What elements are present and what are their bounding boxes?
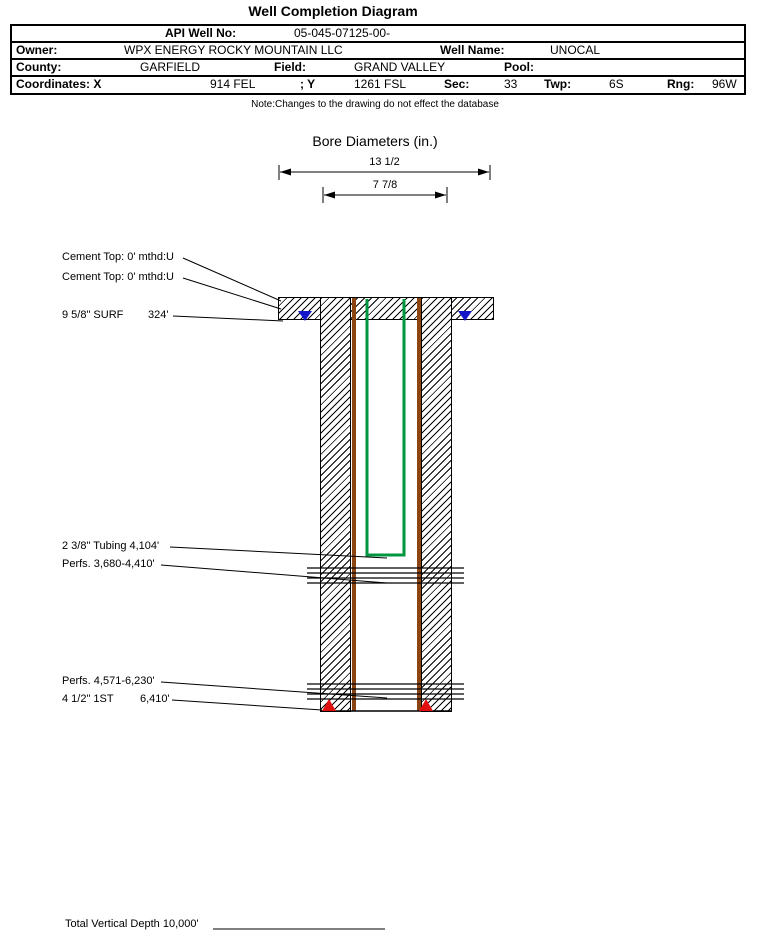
well-name-value: UNOCAL [550, 43, 601, 57]
well-name-label: Well Name: [440, 43, 505, 57]
table-row-api: API Well No: 05-045-07125-00- [12, 26, 744, 43]
twp-value: 6S [609, 77, 624, 91]
owner-label: Owner: [16, 43, 58, 57]
leader-surface-casing [172, 315, 284, 322]
owner-value: WPX ENERGY ROCKY MOUNTAIN LLC [124, 43, 343, 57]
twp-label: Twp: [544, 77, 572, 91]
api-well-no-value: 05-045-07125-00- [294, 26, 391, 40]
sec-label: Sec: [444, 77, 470, 91]
wellbore-wall-left [320, 297, 351, 712]
outer-bore-diameter-label: 13 1/2 [369, 156, 400, 168]
perfs-lower-annotation: Perfs. 4,571-6,230' [62, 675, 155, 687]
leader-perfs-upper [160, 564, 388, 584]
pool-label: Pool: [504, 60, 534, 74]
tubing-line [365, 299, 406, 557]
table-row-county: County: GARFIELD Field: GRAND VALLEY Poo… [12, 60, 744, 77]
tubing-annotation: 2 3/8" Tubing 4,104' [62, 540, 160, 552]
coordinate-y-value: 1261 FSL [354, 77, 407, 91]
leader-production-casing [171, 699, 323, 711]
leader-cement-top-1 [182, 257, 282, 302]
surface-casing-flange [278, 297, 494, 320]
table-row-owner: Owner: WPX ENERGY ROCKY MOUNTAIN LLC Wel… [12, 43, 744, 60]
surface-casing-depth: 324' [148, 309, 169, 321]
coordinate-y-label: ; Y [300, 77, 316, 91]
dim-outer-arrow-right [478, 168, 489, 176]
field-value: GRAND VALLEY [354, 60, 446, 74]
leader-perfs-lower [160, 681, 388, 699]
total-vertical-depth-annotation: Total Vertical Depth 10,000' [65, 918, 199, 930]
leader-tubing [169, 546, 388, 559]
leader-cement-top-2 [182, 277, 282, 310]
dim-outer-arrow-left [280, 168, 291, 176]
wellbore-wall-right [421, 297, 452, 712]
cement-top-annotation-1: Cement Top: 0' mthd:U [62, 251, 174, 263]
page-title: Well Completion Diagram [248, 3, 418, 19]
database-note: Note:Changes to the drawing do not effec… [251, 99, 499, 110]
well-info-table: API Well No: 05-045-07125-00- Owner: WPX… [10, 24, 746, 95]
dim-inner-arrow-right [435, 191, 446, 199]
api-well-no-label: API Well No: [165, 26, 237, 40]
dim-inner-arrow-left [324, 191, 335, 199]
surface-casing-annotation: 9 5/8" SURF [62, 309, 124, 321]
coordinate-x-value: 914 FEL [210, 77, 256, 91]
county-value: GARFIELD [140, 60, 201, 74]
county-label: County: [16, 60, 62, 74]
leader-lines [160, 257, 388, 930]
cement-top-annotation-2: Cement Top: 0' mthd:U [62, 271, 174, 283]
table-row-coordinates: Coordinates: X 914 FEL ; Y 1261 FSL Sec:… [12, 77, 744, 93]
rng-label: Rng: [667, 77, 695, 91]
rng-value: 96W [712, 77, 737, 91]
sec-value: 33 [504, 77, 518, 91]
coordinates-label: Coordinates: X [16, 77, 102, 91]
field-label: Field: [274, 60, 306, 74]
perfs-upper-annotation: Perfs. 3,680-4,410' [62, 558, 155, 570]
production-casing-annotation: 4 1/2" 1ST [62, 693, 114, 705]
inner-bore-diameter-label: 7 7/8 [372, 179, 398, 191]
bore-diameters-heading: Bore Diameters (in.) [312, 133, 438, 149]
production-casing-depth: 6,410' [140, 693, 170, 705]
